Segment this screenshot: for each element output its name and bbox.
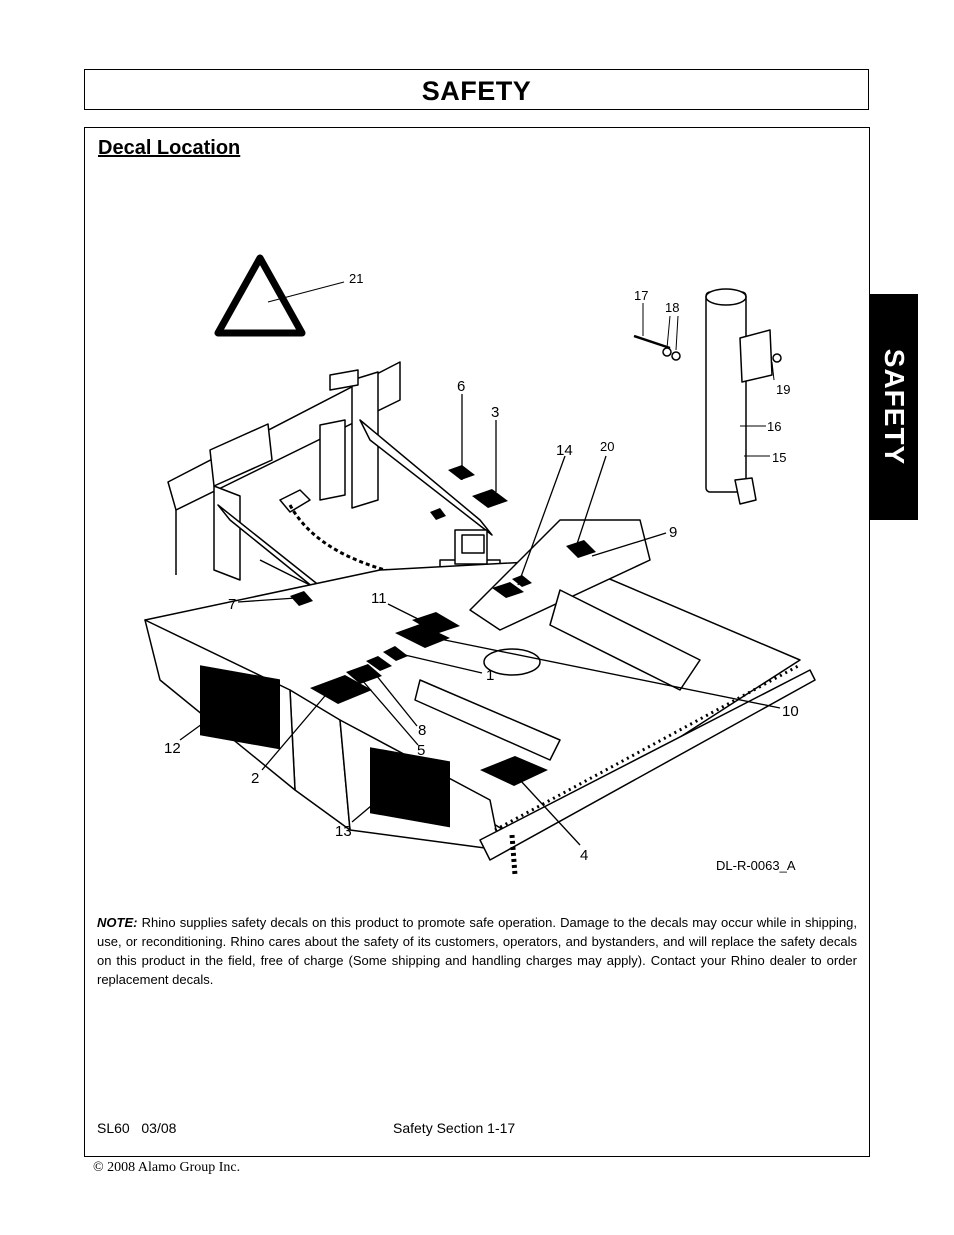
callout-2: 2	[251, 770, 259, 787]
side-tab: SAFETY	[869, 294, 918, 520]
copyright: © 2008 Alamo Group Inc.	[93, 1160, 241, 1175]
callout-21: 21	[349, 271, 363, 286]
callout-17: 17	[634, 288, 648, 303]
callout-4: 4	[580, 847, 588, 864]
note-label: NOTE:	[97, 915, 138, 930]
page-title: SAFETY	[421, 76, 532, 106]
decal-location-figure: 21 17 18 19 16 15 6 3 14 20 9 7 11 1 10 …	[140, 250, 860, 890]
callout-14: 14	[556, 442, 573, 459]
callout-6: 6	[457, 378, 465, 395]
content-frame	[84, 127, 870, 1157]
callout-3: 3	[491, 404, 499, 421]
callout-18: 18	[665, 300, 679, 315]
callout-1: 1	[486, 667, 494, 684]
callout-7: 7	[228, 596, 236, 613]
callout-11: 11	[371, 590, 387, 607]
section-heading: Decal Location	[98, 137, 241, 159]
jack-stand	[705, 291, 747, 493]
callout-15: 15	[772, 450, 786, 465]
note-paragraph: NOTE: Rhino supplies safety decals on th…	[97, 913, 857, 989]
callout-20: 20	[600, 439, 614, 454]
smv-triangle-icon	[214, 254, 306, 337]
mower-line-drawing: 21 17 18 19 16 15 6 3 14 20 9 7 11 1 10 …	[144, 254, 816, 876]
side-tab-label: SAFETY	[878, 348, 910, 466]
callout-10: 10	[782, 703, 799, 720]
callout-9: 9	[669, 524, 677, 541]
note-text: Rhino supplies safety decals on this pro…	[97, 915, 857, 987]
callout-5: 5	[417, 742, 425, 759]
callout-8: 8	[418, 722, 426, 739]
callout-12: 12	[164, 740, 181, 757]
footer-model-date: SL60 03/08	[97, 1120, 177, 1136]
decals	[200, 465, 596, 828]
callout-labels: 21 17 18 19 16 15 6 3 14 20 9 7 11 1 10 …	[164, 271, 799, 864]
callout-19: 19	[776, 382, 790, 397]
footer-page-ref: Safety Section 1-17	[393, 1120, 516, 1136]
page-header: SAFETY	[84, 69, 869, 110]
callout-13: 13	[335, 823, 352, 840]
callout-16: 16	[767, 419, 781, 434]
figure-code: DL-R-0063_A	[716, 858, 796, 873]
